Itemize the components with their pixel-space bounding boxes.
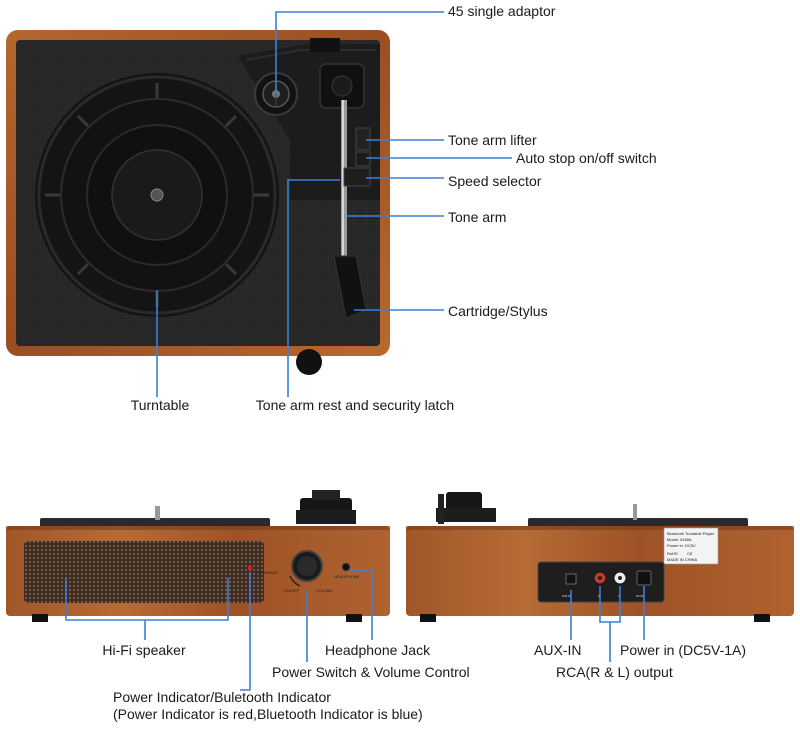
front-tonearm-icon <box>296 490 356 524</box>
back-tonearm-icon <box>436 492 496 524</box>
leader-rca <box>599 586 621 662</box>
panel-headphone-text: HEADPHONE <box>334 574 360 579</box>
back-foot-left-icon <box>420 614 436 622</box>
leader-speaker <box>65 578 229 640</box>
label-headphone: Headphone Jack <box>325 642 431 658</box>
label-indicator-line1: Power Indicator/Buletooth Indicator <box>113 689 331 705</box>
lid-hinge-icon <box>310 38 340 52</box>
power-indicator-icon <box>247 565 253 571</box>
speaker-grille <box>24 541 264 603</box>
top-view <box>6 30 390 375</box>
panel-power-text: POWER/BT <box>257 570 279 575</box>
volume-knob-icon <box>289 550 323 587</box>
plate-title-text: Bluetooth Turntable Player <box>667 531 715 536</box>
plate-origin-text: MADE IN CHINA <box>667 557 698 562</box>
label-rca: RCA(R & L) output <box>556 664 673 680</box>
jack-l-text: L <box>618 594 620 598</box>
label-power-in: Power in (DC5V-1A) <box>620 642 747 658</box>
plate-ce-text: CE <box>687 551 693 556</box>
front-foot-left-icon <box>32 614 48 622</box>
jack-dc-text: DC 5V <box>636 594 644 598</box>
aux-jack-icon <box>565 573 577 585</box>
jack-r-text: R <box>598 594 600 598</box>
label-speed-selector: Speed selector <box>448 173 542 189</box>
tone-arm-icon <box>319 63 371 319</box>
leader-single-adaptor <box>275 11 444 94</box>
label-tone-arm: Tone arm <box>448 209 507 225</box>
dc-power-jack-icon <box>636 570 652 586</box>
turntable-platter <box>35 73 279 317</box>
label-aux: AUX-IN <box>534 642 582 658</box>
leader-lines <box>65 11 645 691</box>
spindle-icon <box>150 188 164 202</box>
headphone-jack-icon <box>341 562 351 572</box>
leader-headphone <box>350 569 373 640</box>
jack-aux-text: AUX IN <box>562 594 571 598</box>
label-tone-arm-lifter: Tone arm lifter <box>448 132 537 148</box>
label-single-adaptor: 45 single adaptor <box>448 3 556 19</box>
front-foot-right-icon <box>346 614 362 622</box>
plate-rohs-text: RoHS <box>667 551 678 556</box>
plate-power-text: Power In: DC5V <box>667 543 696 548</box>
label-power-volume: Power Switch & Volume Control <box>272 664 470 680</box>
leader-indicator <box>240 572 251 691</box>
label-indicator-line2: (Power Indicator is red,Bluetooth Indica… <box>113 706 423 722</box>
arm-rest-knob-icon <box>296 349 322 375</box>
jack-panel: AUX IN R L DC 5V <box>537 561 665 603</box>
label-cartridge: Cartridge/Stylus <box>448 303 548 319</box>
leader-arm-rest <box>287 179 340 397</box>
label-arm-rest: Tone arm rest and security latch <box>255 397 455 413</box>
front-view: POWER/BT ON/OFF VOLUME HEADPHONE <box>6 490 390 622</box>
back-view: Bluetooth Turntable Player Model: 5455A … <box>406 492 794 622</box>
back-foot-right-icon <box>754 614 770 622</box>
plate-model-text: Model: 5455A <box>667 537 692 542</box>
rating-plate: Bluetooth Turntable Player Model: 5455A … <box>663 527 719 565</box>
label-speaker: Hi-Fi speaker <box>102 642 186 658</box>
label-turntable: Turntable <box>130 397 190 413</box>
panel-volume-text: VOLUME <box>316 588 333 593</box>
label-auto-stop: Auto stop on/off switch <box>516 150 657 166</box>
panel-on-text: ON/OFF <box>284 588 300 593</box>
